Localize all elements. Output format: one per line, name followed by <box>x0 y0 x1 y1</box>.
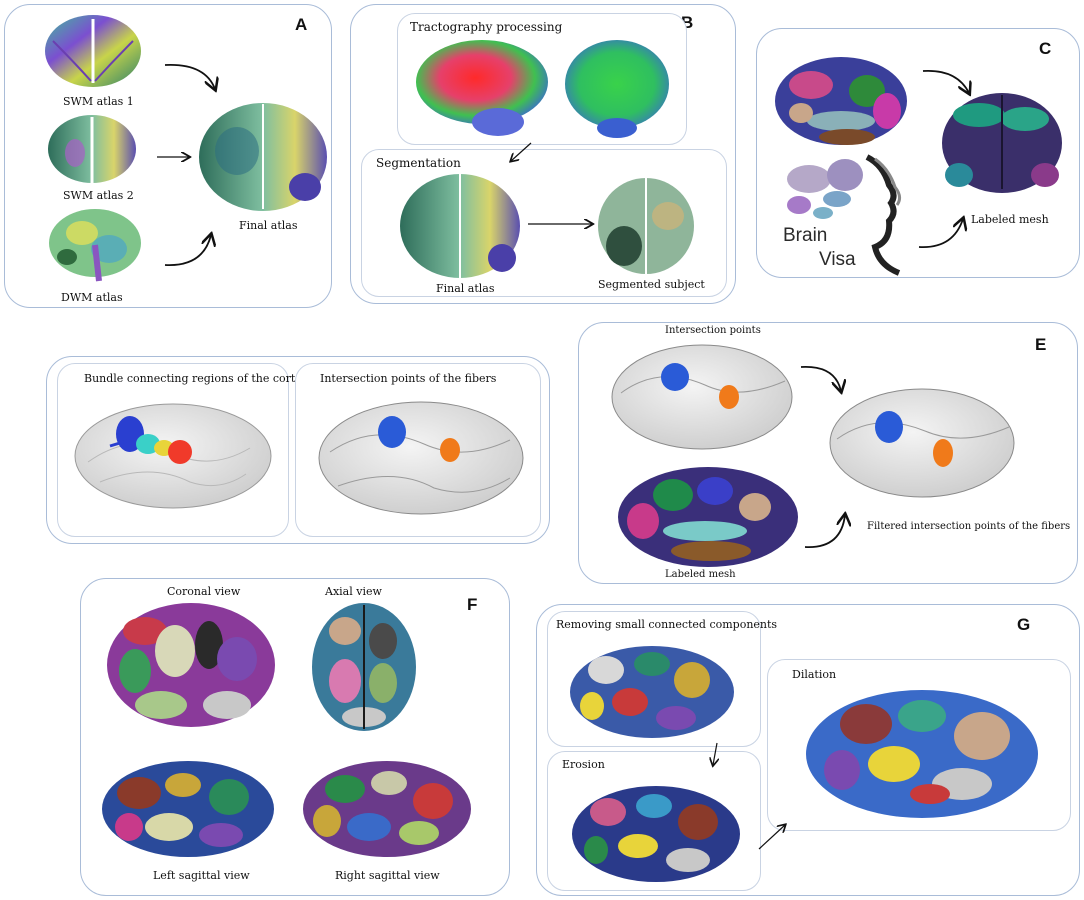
segmentation-box: Segmentation Final atlas Segmented subje… <box>361 149 727 297</box>
final-atlas-image <box>199 103 327 211</box>
filtered-intersection-image <box>829 388 1015 498</box>
panel-a-letter: A <box>295 15 308 34</box>
removing-label: Removing small connected components <box>556 618 778 631</box>
panel-c-letter: C <box>1039 39 1052 58</box>
tractography-label: Tractography processing <box>410 20 563 34</box>
erosion-label: Erosion <box>562 758 605 771</box>
dwm-atlas-label: DWM atlas <box>61 291 123 304</box>
labeled-brain-sagittal-image <box>775 57 907 145</box>
final-atlas-label: Final atlas <box>239 219 298 232</box>
arrow-b-down <box>501 142 532 169</box>
dilation-box: Dilation <box>767 659 1071 831</box>
arrows-a <box>157 64 333 266</box>
segmentation-label: Segmentation <box>376 156 461 170</box>
panel-g-letter: G <box>1017 615 1031 634</box>
panel-e: E Intersection points Labeled mesh Filte… <box>578 322 1078 584</box>
axial-view-image <box>312 603 416 731</box>
segmentation-final-atlas-image <box>400 174 520 278</box>
filtered-intersection-label: Filtered intersection points of the fibe… <box>867 521 1071 532</box>
labeled-mesh-e-label: Labeled mesh <box>665 569 736 580</box>
segmented-subject-label: Segmented subject <box>598 278 705 291</box>
bundle-label: Bundle connecting regions of the cortex <box>84 372 309 385</box>
right-sagittal-view-image <box>303 761 471 857</box>
removing-box: Removing small connected components <box>547 611 777 747</box>
erosion-box: Erosion <box>547 751 761 891</box>
segmented-subject-image <box>598 178 694 274</box>
tractography-sagittal-image <box>416 40 548 136</box>
bundle-image <box>74 403 272 509</box>
panel-g: G Removing small connected components Er… <box>536 604 1080 896</box>
dilation-image <box>806 690 1038 818</box>
swm-atlas-1-label: SWM atlas 1 <box>63 95 134 108</box>
panel-e-letter: E <box>1035 335 1047 354</box>
swm-atlas-2-image <box>48 115 136 183</box>
panel-d: D Bundle connecting regions of the corte… <box>46 356 550 544</box>
right-sagittal-view-label: Right sagittal view <box>335 869 440 882</box>
removing-image <box>570 646 734 738</box>
left-sagittal-view-image <box>102 761 274 857</box>
intersection-d-label: Intersection points of the fibers <box>320 372 497 385</box>
intersection-e-image <box>611 344 793 450</box>
dilation-label: Dilation <box>792 668 837 681</box>
swm-atlas-2-label: SWM atlas 2 <box>63 189 134 202</box>
swm-atlas-1-image <box>45 15 141 87</box>
axial-view-label: Axial view <box>325 585 382 598</box>
panel-b: B Tractography processing Segmentation F… <box>350 4 736 304</box>
panel-f-letter: F <box>467 595 478 614</box>
panel-c: C Brain Visa Labeled mesh <box>756 28 1080 278</box>
intersection-d-box: Intersection points of the fibers <box>295 363 541 537</box>
coronal-view-label: Coronal view <box>167 585 241 598</box>
arrows-g <box>537 742 1081 850</box>
labeled-mesh-e-image <box>618 467 798 567</box>
brainvisa-logo[interactable] <box>779 154 919 276</box>
tractography-box: Tractography processing <box>397 13 687 145</box>
panel-a: A SWM atlas 1 SWM atlas 2 DWM atlas Fina… <box>4 4 332 308</box>
labeled-mesh-image <box>942 93 1062 193</box>
panel-f: F Coronal view Axial view Left sagittal … <box>80 578 510 896</box>
arrow-segmentation <box>528 214 606 234</box>
bundle-box: Bundle connecting regions of the cortex <box>57 363 308 537</box>
dwm-atlas-image <box>49 209 141 282</box>
brainvisa-visa-text: Visa <box>819 249 856 270</box>
left-sagittal-view-label: Left sagittal view <box>153 869 250 882</box>
arrows-c <box>918 70 1081 248</box>
intersection-d-image <box>318 401 524 515</box>
intersection-e-label: Intersection points <box>665 325 761 336</box>
brainvisa-brain-text: Brain <box>783 225 828 246</box>
labeled-mesh-label: Labeled mesh <box>971 213 1049 226</box>
arrows-e <box>800 366 1079 548</box>
tractography-coronal-image <box>565 40 669 138</box>
segmentation-final-atlas-label: Final atlas <box>436 282 495 295</box>
coronal-view-image <box>107 603 275 727</box>
erosion-image <box>572 786 740 882</box>
